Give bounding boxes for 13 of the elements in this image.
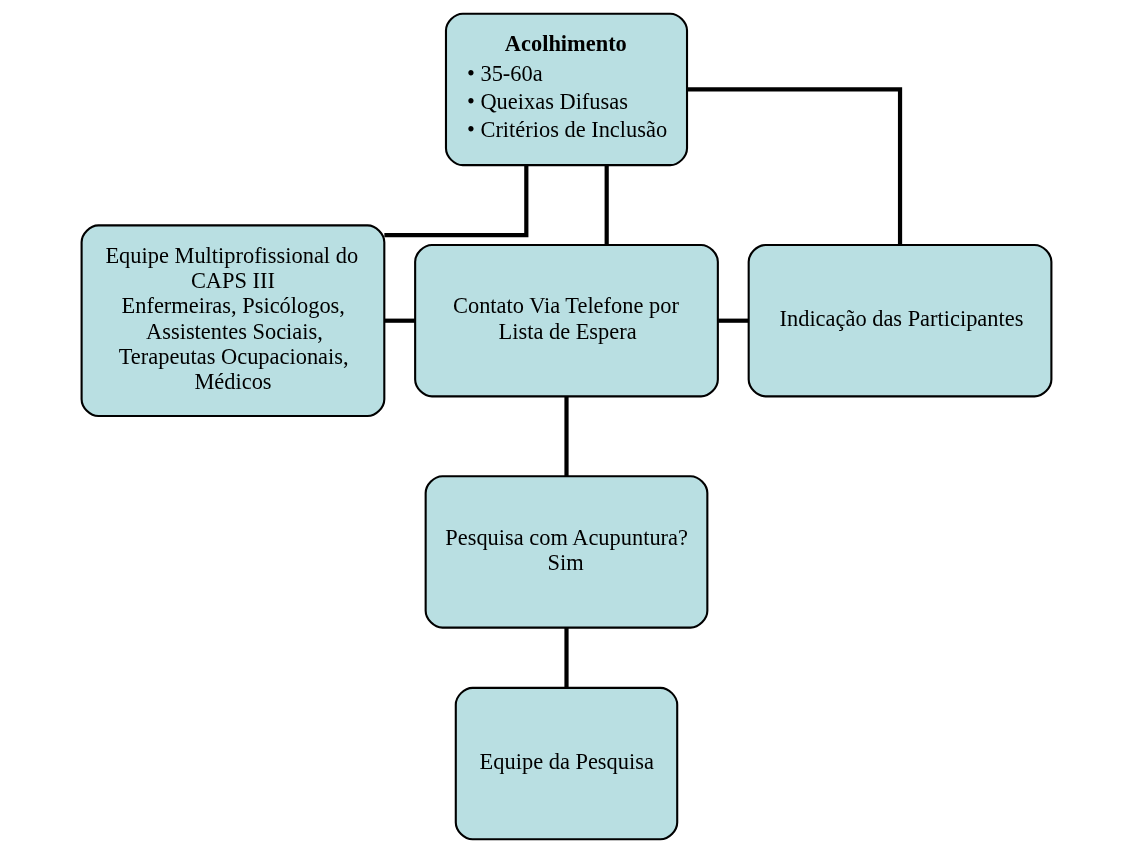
connector [384, 318, 416, 323]
node-box: Acolhimento • 35-60a • Queixas Difusas • Critérios de Inclusão [444, 12, 689, 167]
connector [687, 87, 903, 245]
connector [564, 627, 569, 688]
node-box: Contato Via Telefone por Lista de Espera [414, 243, 719, 398]
connector [718, 318, 749, 323]
node-box: Equipe da Pesquisa [454, 686, 679, 841]
node-box: Indicação das Participantes [747, 243, 1053, 398]
connector [564, 396, 569, 477]
connector [604, 165, 609, 245]
node-box: Equipe Multiprofissional do CAPS III Enfermeiras, Psicólogos, Assistentes Sociais, Terapeutas Ocupacionais, Médicos [80, 224, 386, 418]
node-box: Pesquisa com Acupuntura? Sim [424, 475, 709, 629]
connector [384, 165, 529, 238]
